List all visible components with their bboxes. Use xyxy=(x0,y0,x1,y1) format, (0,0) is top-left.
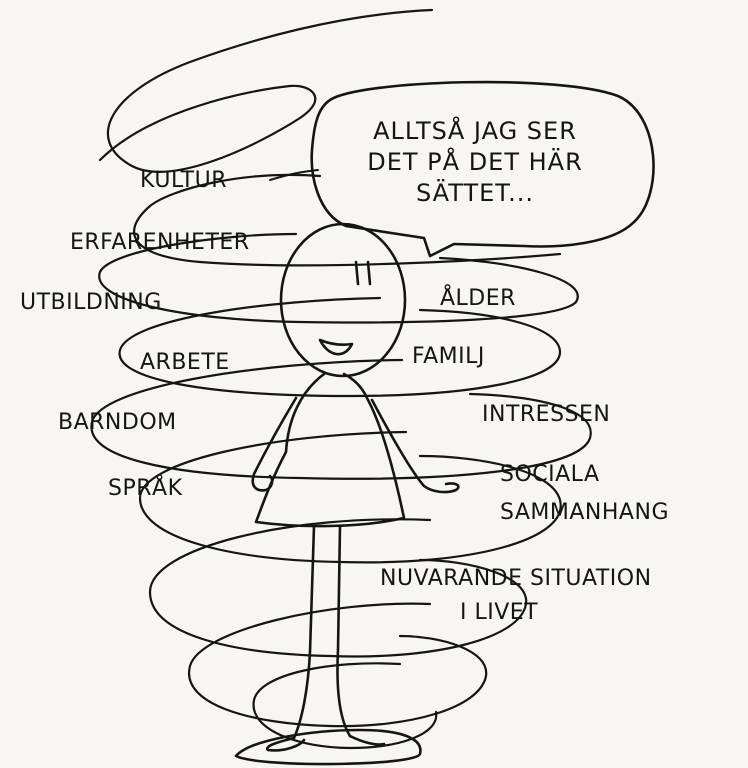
speech-line-3: SÄTTET... xyxy=(330,178,620,209)
label-arbete: ARBETE xyxy=(140,350,230,376)
speech-bubble-text: ALLTSÅ JAG SER DET PÅ DET HÄR SÄTTET... xyxy=(330,116,620,209)
label-sociala: SOCIALA xyxy=(500,462,600,488)
label-barndom: BARNDOM xyxy=(58,410,177,436)
label-sprak: SPRÅK xyxy=(108,476,183,502)
figure-mouth xyxy=(320,340,352,354)
label-familj: FAMILJ xyxy=(412,344,485,370)
speech-line-2: DET PÅ DET HÄR xyxy=(330,147,620,178)
figure-legs xyxy=(294,526,350,738)
label-sammanhang: SAMMANHANG xyxy=(500,500,669,526)
label-utbildning: UTBILDNING xyxy=(20,290,162,316)
spiral-loop-bottom xyxy=(254,663,437,748)
label-intressen: INTRESSEN xyxy=(482,402,610,428)
label-i-livet: I LIVET xyxy=(460,600,538,626)
label-kultur: KULTUR xyxy=(140,168,227,194)
label-nuvarande-situation: NUVARANDE SITUATION xyxy=(380,566,652,592)
spiral-loop-6 xyxy=(140,432,561,562)
label-erfarenheter: ERFARENHETER xyxy=(70,230,250,256)
label-alder: ÅLDER xyxy=(440,286,516,312)
speech-line-1: ALLTSÅ JAG SER xyxy=(330,116,620,147)
